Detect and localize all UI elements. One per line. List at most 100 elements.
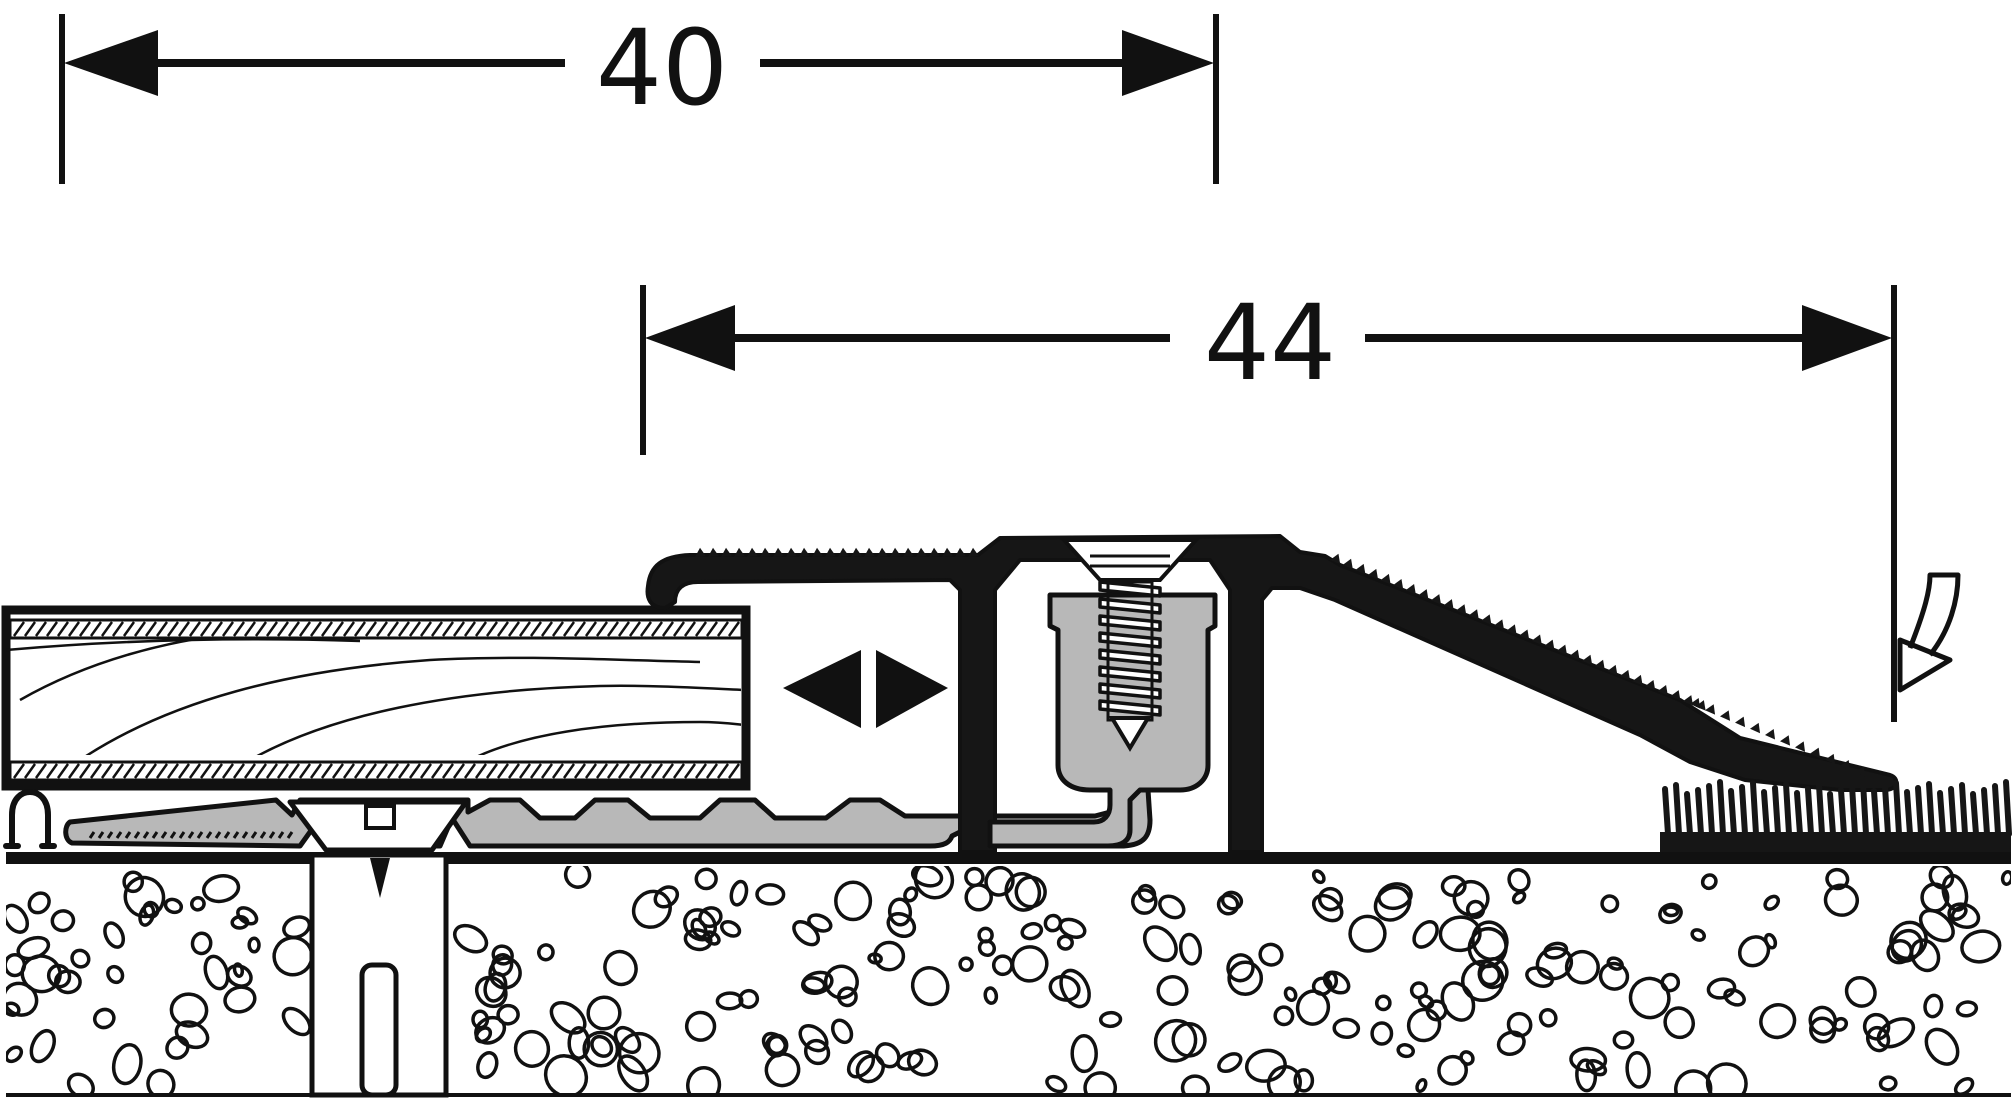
pebble bbox=[232, 962, 245, 978]
thread-turn bbox=[1098, 580, 1162, 598]
hatch-mark bbox=[320, 621, 334, 637]
hatch-mark bbox=[650, 763, 664, 779]
thread-turn bbox=[1098, 648, 1162, 666]
pebble bbox=[738, 988, 760, 1010]
serration-tooth bbox=[1544, 639, 1555, 650]
hatch-mark bbox=[364, 621, 378, 637]
hatch-mark bbox=[397, 621, 411, 637]
hatch-mark bbox=[287, 763, 301, 779]
pebble bbox=[694, 867, 718, 891]
hatch-mark bbox=[177, 763, 191, 779]
pebble bbox=[1373, 885, 1412, 922]
pebble bbox=[491, 953, 514, 977]
rail-tooth bbox=[178, 831, 186, 839]
serration-tooth bbox=[1456, 604, 1467, 615]
pebble bbox=[1876, 1017, 1916, 1049]
hatch-mark bbox=[100, 763, 114, 779]
hatch-mark bbox=[463, 621, 477, 637]
pebble bbox=[165, 1035, 190, 1060]
serration-tooth bbox=[1519, 629, 1530, 640]
serration-tooth bbox=[786, 547, 797, 557]
hatch-mark bbox=[551, 621, 565, 637]
pebble bbox=[1322, 970, 1351, 995]
hatch-mark bbox=[408, 763, 422, 779]
hatch-mark bbox=[221, 621, 235, 637]
pebble bbox=[682, 908, 718, 942]
serration-tooth bbox=[1506, 624, 1517, 635]
hatch-mark bbox=[496, 621, 510, 637]
pebble bbox=[70, 948, 91, 969]
serration-tooth bbox=[1556, 644, 1567, 656]
serration-tooth bbox=[1607, 664, 1618, 676]
serration-tooth bbox=[1840, 760, 1851, 771]
pebble bbox=[1918, 908, 1955, 943]
pebble bbox=[1612, 1030, 1635, 1050]
pebble bbox=[1370, 1021, 1394, 1046]
hatch-mark bbox=[221, 763, 235, 779]
carpet-tuft bbox=[2003, 779, 2012, 837]
serration-tooth bbox=[916, 547, 927, 557]
hatch-mark bbox=[12, 763, 26, 779]
pebble bbox=[142, 900, 160, 919]
hatch-mark bbox=[89, 763, 103, 779]
hatch-mark bbox=[430, 621, 444, 637]
pebble bbox=[803, 1038, 831, 1066]
hatch-mark bbox=[573, 763, 587, 779]
rail-tooth bbox=[241, 831, 249, 839]
pebble bbox=[1953, 1077, 1975, 1096]
serration-tooth bbox=[1355, 563, 1366, 575]
hatch-mark bbox=[430, 763, 444, 779]
hatch-mark bbox=[474, 621, 488, 637]
pebble bbox=[1180, 1074, 1210, 1096]
pebble bbox=[1759, 1003, 1797, 1040]
serration-tooth bbox=[851, 547, 862, 557]
carpet-tuft bbox=[1673, 782, 1682, 837]
pebble bbox=[830, 1018, 854, 1045]
pebble bbox=[653, 885, 680, 909]
hatch-mark bbox=[298, 621, 312, 637]
thread-turn bbox=[1098, 665, 1162, 683]
pebble bbox=[1690, 928, 1706, 942]
hatch-mark bbox=[408, 621, 422, 637]
pebble bbox=[1417, 994, 1435, 1010]
rail-tooth bbox=[169, 831, 177, 839]
pebble bbox=[903, 886, 919, 903]
hatch-mark bbox=[540, 763, 554, 779]
arrowhead-left bbox=[64, 30, 158, 96]
hatch-mark bbox=[232, 621, 246, 637]
carpet-tuft bbox=[1838, 787, 1847, 837]
hatch-mark bbox=[199, 763, 213, 779]
hatch-mark bbox=[540, 621, 554, 637]
hatch-mark bbox=[584, 763, 598, 779]
hatch-mark bbox=[441, 621, 455, 637]
serration-tooth bbox=[864, 547, 875, 557]
pebble bbox=[1700, 873, 1718, 891]
pebble bbox=[698, 906, 723, 929]
pebble bbox=[1506, 1011, 1533, 1038]
pebble bbox=[1674, 1069, 1713, 1096]
pebble bbox=[1960, 929, 2002, 964]
serration-tooth bbox=[1720, 710, 1731, 721]
dimension-40: 40 bbox=[59, 7, 1219, 184]
dimension-44: 44 bbox=[640, 282, 1897, 722]
serration-tooth bbox=[695, 547, 706, 557]
hatch-mark bbox=[683, 763, 697, 779]
carpet-tuft bbox=[1816, 782, 1825, 837]
pebble bbox=[1171, 1021, 1207, 1058]
pebble bbox=[1142, 925, 1178, 963]
pebble bbox=[146, 1068, 176, 1096]
rail-tooth bbox=[286, 831, 294, 839]
hatch-mark bbox=[23, 621, 37, 637]
hatch-mark bbox=[342, 763, 356, 779]
clip-insert bbox=[987, 538, 1218, 849]
pebble bbox=[1014, 875, 1047, 909]
pebble bbox=[686, 1065, 722, 1096]
rail-tooth bbox=[196, 831, 204, 839]
pebble bbox=[111, 1042, 143, 1086]
pebble bbox=[6, 1045, 24, 1064]
pebble bbox=[1723, 988, 1746, 1007]
pebble bbox=[27, 891, 51, 915]
carpet-tuft bbox=[1882, 784, 1891, 837]
pebble bbox=[1511, 890, 1527, 905]
pebble bbox=[1412, 920, 1439, 949]
